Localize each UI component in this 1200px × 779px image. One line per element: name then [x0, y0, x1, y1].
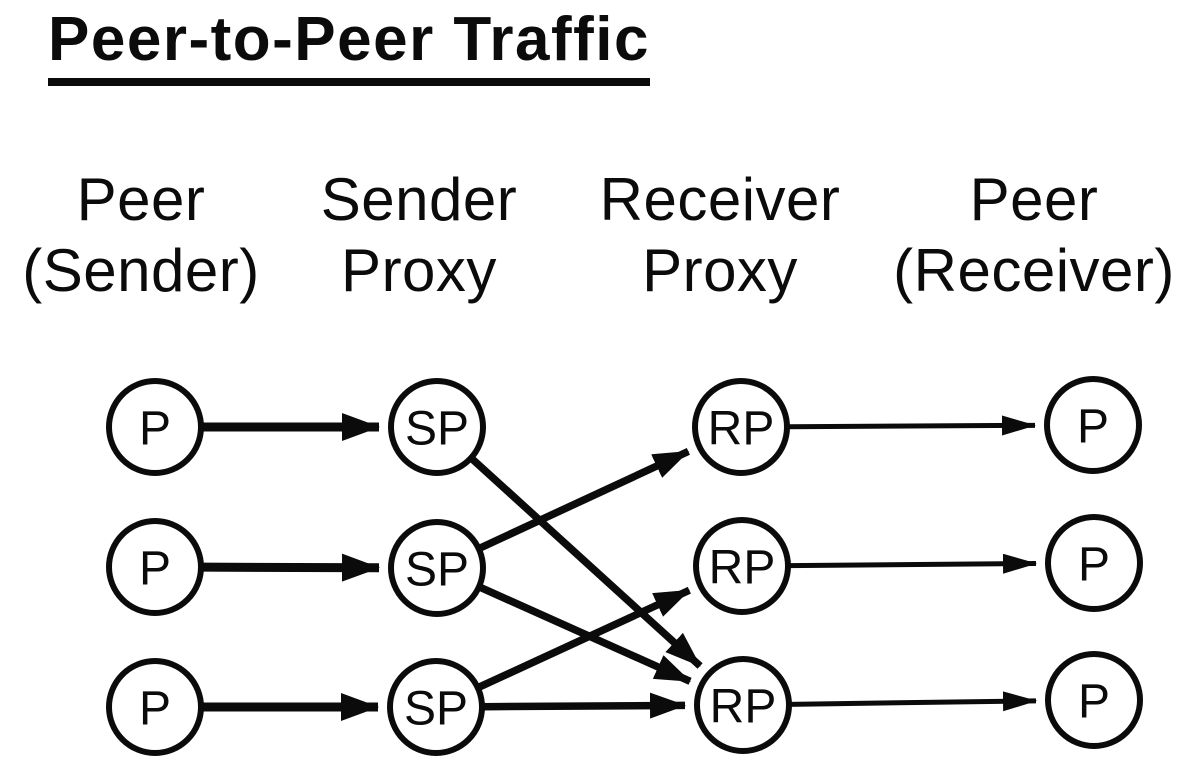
edge-SP3-to-RP2: [477, 586, 691, 691]
node-label: SP: [405, 402, 469, 455]
node-circle: [388, 519, 486, 617]
node-circle: [1045, 651, 1143, 749]
edge-RP3-to-PR3: [789, 691, 1038, 712]
page-title: Peer-to-Peer Traffic: [48, 4, 650, 87]
column-header-line: Peer: [76, 166, 206, 233]
diagram-node-P3: P: [106, 658, 204, 756]
column-header-line: Receiver: [599, 166, 841, 233]
node-circle: [106, 378, 204, 476]
node-circle: [692, 378, 790, 476]
edge-SP1-to-RP3: [469, 455, 703, 669]
node-circle: [106, 518, 204, 616]
edge-layer: [201, 413, 1038, 721]
column-header-line: Proxy: [341, 237, 497, 304]
diagram-node-P2: P: [106, 518, 204, 616]
node-label: P: [139, 542, 171, 595]
edge-RP1-to-PR1: [787, 415, 1037, 436]
diagram-node-RP1: RP: [692, 378, 790, 476]
column-header-line: (Receiver): [893, 237, 1175, 304]
node-label: P: [139, 682, 171, 735]
diagram-node-SP2: SP: [388, 519, 486, 617]
column-header-peer-sender: Peer(Sender): [22, 164, 259, 306]
column-header-line: Proxy: [642, 237, 798, 304]
edge-RP2-to-PR2: [788, 553, 1038, 574]
node-circle: [693, 517, 791, 615]
column-header-line: Sender: [320, 166, 518, 233]
edge-SP2-to-RP1: [478, 448, 690, 552]
node-circle: [388, 378, 486, 476]
diagram-node-PR3: P: [1045, 651, 1143, 749]
diagram-node-PR2: P: [1045, 514, 1143, 612]
node-label: P: [1078, 538, 1110, 591]
node-circle: [106, 658, 204, 756]
node-label: P: [139, 402, 171, 455]
node-label: RP: [708, 402, 775, 455]
diagram-node-SP1: SP: [388, 378, 486, 476]
node-circle: [694, 656, 792, 754]
column-header-peer-receiver: Peer(Receiver): [893, 164, 1175, 306]
diagram-node-PR1: P: [1044, 376, 1142, 474]
column-header-line: Peer: [969, 166, 1099, 233]
node-layer: P P P SP SP SP RP RP RP P P P: [106, 376, 1143, 756]
node-label: SP: [405, 543, 469, 596]
node-label: P: [1078, 675, 1110, 728]
column-header-line: (Sender): [22, 237, 260, 304]
edge-P2-to-SP2: [201, 553, 381, 582]
node-circle: [1045, 514, 1143, 612]
diagram-node-RP3: RP: [694, 656, 792, 754]
node-circle: [1044, 376, 1142, 474]
diagram-node-RP2: RP: [693, 517, 791, 615]
node-label: RP: [710, 680, 777, 733]
node-label: RP: [709, 541, 776, 594]
diagram-node-P1: P: [106, 378, 204, 476]
node-label: SP: [404, 682, 468, 735]
node-circle: [387, 658, 485, 756]
edge-SP3-to-RP3: [482, 692, 687, 719]
node-label: P: [1077, 400, 1109, 453]
diagram-node-SP3: SP: [387, 658, 485, 756]
